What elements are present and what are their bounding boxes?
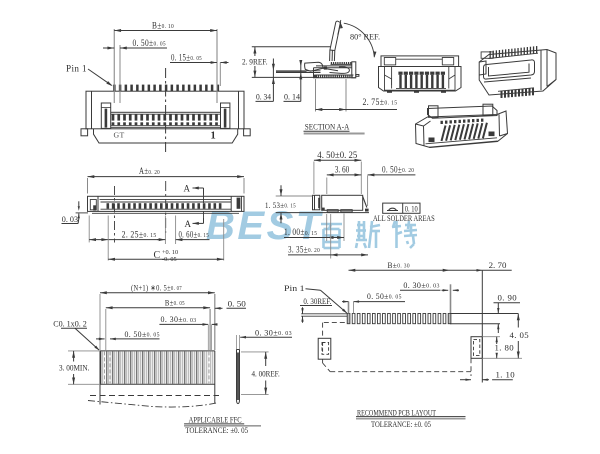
svg-text:0. 14: 0. 14 xyxy=(284,92,301,102)
svg-text:-0. 05: -0. 05 xyxy=(162,256,177,263)
svg-text:1. 10: 1. 10 xyxy=(496,369,516,379)
svg-text:B±0. 30: B±0. 30 xyxy=(388,260,410,270)
svg-text:3. 60: 3. 60 xyxy=(335,164,350,174)
svg-text:3. 00MIN.: 3. 00MIN. xyxy=(59,364,89,373)
svg-text:0. 30REF.: 0. 30REF. xyxy=(303,297,331,306)
svg-text:3. 35±0. 20: 3. 35±0. 20 xyxy=(288,245,320,255)
svg-text:0. 90: 0. 90 xyxy=(498,292,518,302)
svg-text:2. 25±0. 15: 2. 25±0. 15 xyxy=(122,229,157,239)
svg-text:A±0. 20: A±0. 20 xyxy=(139,166,160,176)
svg-text:0. 03: 0. 03 xyxy=(62,214,79,224)
svg-text:0. 50±0. 05: 0. 50±0. 05 xyxy=(367,291,402,301)
svg-text:Pin 1: Pin 1 xyxy=(284,283,305,293)
svg-text:1. 00±0. 15: 1. 00±0. 15 xyxy=(284,227,318,237)
svg-text:C: C xyxy=(154,250,161,261)
svg-text:0. 50: 0. 50 xyxy=(228,298,247,308)
svg-text:ALL SOLDER AREAS: ALL SOLDER AREAS xyxy=(373,214,435,223)
svg-text:RECOMMEND PCB LAYOUT: RECOMMEND PCB LAYOUT xyxy=(357,409,436,418)
svg-text:0. 30±0. 03: 0. 30±0. 03 xyxy=(255,327,292,337)
svg-text:1. 53±0. 15: 1. 53±0. 15 xyxy=(265,200,296,210)
svg-text:A: A xyxy=(185,219,192,229)
svg-text:80° REF.: 80° REF. xyxy=(350,32,380,42)
svg-text:GT: GT xyxy=(114,130,125,139)
svg-text:2. 75±0. 15: 2. 75±0. 15 xyxy=(363,97,398,107)
svg-text:(N+1) ∗0. 5±0. 07: (N+1) ∗0. 5±0. 07 xyxy=(131,282,182,292)
svg-text:0. 50±0. 20: 0. 50±0. 20 xyxy=(382,164,414,174)
svg-text:APPLICABLE FFC: APPLICABLE FFC xyxy=(189,416,242,425)
svg-text:0. 60±0. 15: 0. 60±0. 15 xyxy=(179,229,210,239)
svg-text:4. 05: 4. 05 xyxy=(510,330,530,340)
svg-text:0. 34: 0. 34 xyxy=(256,92,272,102)
svg-text:0. 50±0. 05: 0. 50±0. 05 xyxy=(133,38,167,48)
svg-text:C0. 1x0. 2: C0. 1x0. 2 xyxy=(53,319,87,329)
svg-text:1: 1 xyxy=(211,131,217,142)
svg-text:B±0. 05: B±0. 05 xyxy=(165,297,185,307)
svg-text:4. 00REF.: 4. 00REF. xyxy=(252,370,280,379)
svg-text:0. 10: 0. 10 xyxy=(405,204,418,213)
svg-text:0. 30±0. 03: 0. 30±0. 03 xyxy=(403,280,439,290)
svg-text:+0. 10: +0. 10 xyxy=(162,249,178,256)
svg-text:0. 15±0. 05: 0. 15±0. 05 xyxy=(171,53,202,63)
svg-text:TOLERANCE: ±0. 05: TOLERANCE: ±0. 05 xyxy=(185,425,248,435)
svg-text:TOLERANCE: ±0. 05: TOLERANCE: ±0. 05 xyxy=(371,419,431,429)
svg-text:1. 80: 1. 80 xyxy=(495,343,515,353)
svg-text:0. 30±0. 03: 0. 30±0. 03 xyxy=(161,314,197,324)
svg-text:2. 9REF.: 2. 9REF. xyxy=(242,57,268,66)
svg-text:4. 50±0. 25: 4. 50±0. 25 xyxy=(317,150,357,160)
svg-text:A: A xyxy=(184,184,191,194)
svg-text:0. 50±0. 05: 0. 50±0. 05 xyxy=(125,329,160,339)
svg-text:Pin 1: Pin 1 xyxy=(66,64,87,74)
svg-text:2. 70: 2. 70 xyxy=(489,260,507,270)
svg-text:SECTION A-A: SECTION A-A xyxy=(305,122,350,132)
svg-text:B±0. 10: B±0. 10 xyxy=(152,21,174,31)
